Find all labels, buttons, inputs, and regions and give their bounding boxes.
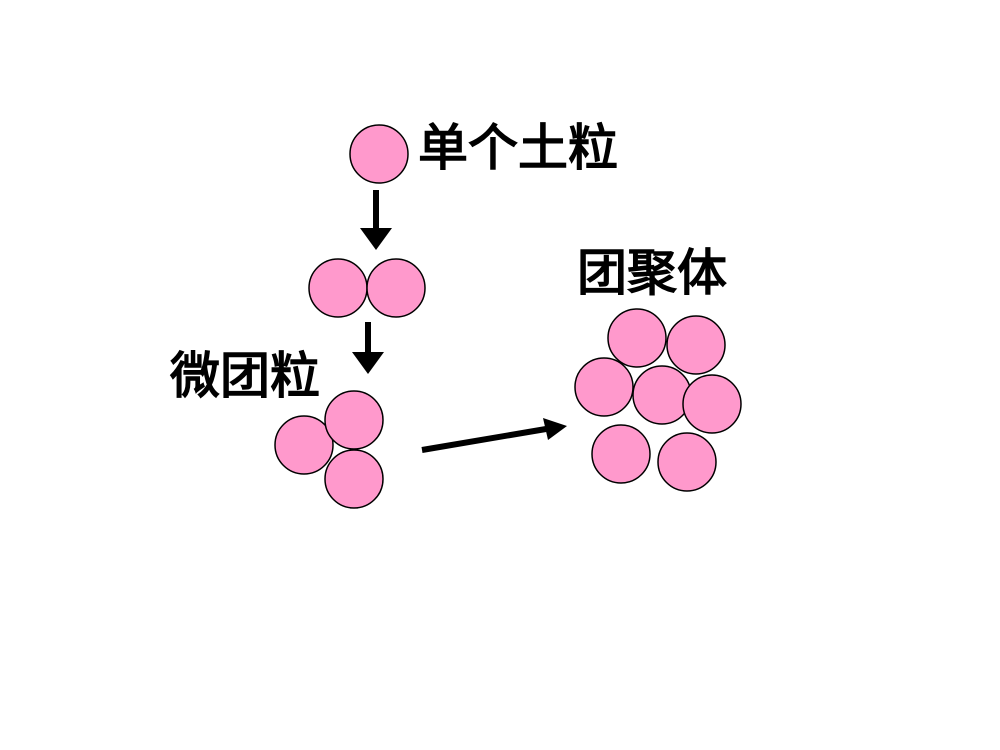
particle — [607, 308, 667, 368]
particle — [324, 449, 384, 509]
arrow-down-2 — [352, 322, 384, 374]
single-particle-label: 单个土粒 — [418, 118, 618, 177]
arrow-right — [421, 418, 567, 453]
aggregate-label: 团聚体 — [577, 243, 727, 302]
particle — [632, 365, 692, 425]
micro-aggregate-group — [274, 390, 384, 509]
particle — [308, 258, 368, 318]
particle — [657, 432, 717, 492]
aggregate-group — [574, 308, 742, 492]
particle — [574, 357, 634, 417]
particle — [682, 374, 742, 434]
arrow-down-1 — [360, 190, 392, 250]
micro-aggregate-label: 微团粒 — [169, 346, 320, 405]
particle — [274, 415, 334, 475]
particle — [591, 424, 651, 484]
single-particle-group — [349, 124, 409, 184]
particle — [324, 390, 384, 450]
particle — [349, 124, 409, 184]
particle — [666, 315, 726, 375]
particle-pair-group — [308, 258, 426, 318]
particle — [366, 258, 426, 318]
